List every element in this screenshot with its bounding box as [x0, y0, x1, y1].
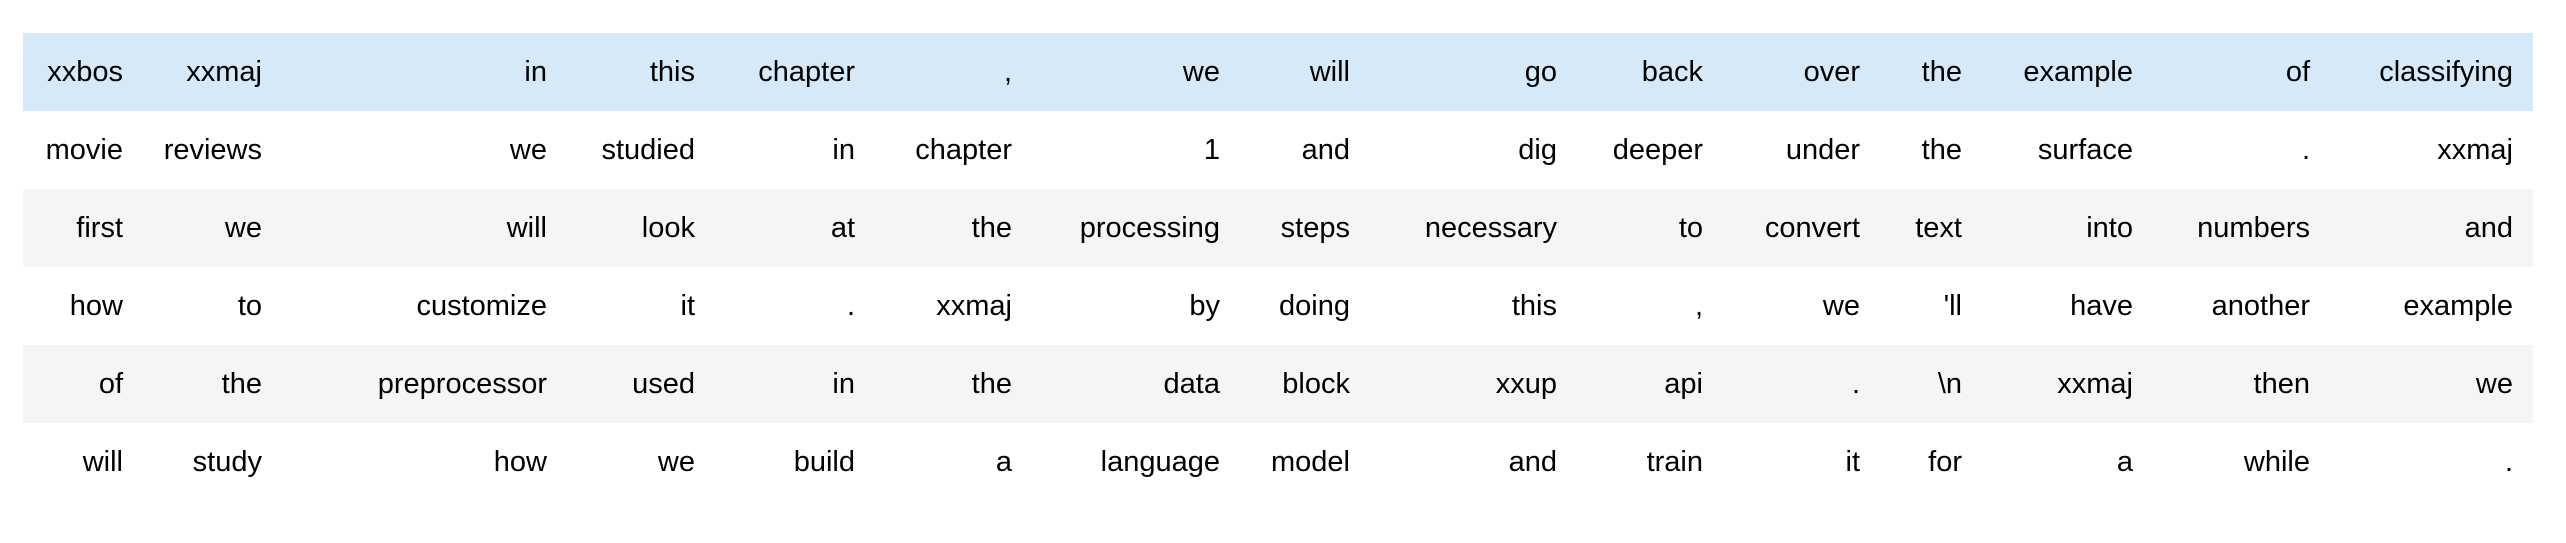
- token-cell: language: [1100, 446, 1220, 478]
- token-cell: the: [221, 368, 262, 400]
- token-cell: doing: [1279, 290, 1350, 322]
- token-cell: chapter: [915, 134, 1012, 166]
- token-cell: surface: [2037, 134, 2133, 166]
- token-cell: into: [2086, 212, 2133, 244]
- token-cell: xxmaj: [186, 56, 262, 88]
- token-cell: the: [971, 212, 1012, 244]
- token-cell: movie: [45, 134, 123, 166]
- token-cell: we: [657, 446, 695, 478]
- token-cell: \n: [1937, 368, 1962, 400]
- token-cell: first: [76, 212, 123, 244]
- token-cell: model: [1271, 446, 1350, 478]
- token-cell: build: [793, 446, 855, 478]
- token-cell: xxmaj: [2057, 368, 2133, 400]
- token-cell: convert: [1764, 212, 1860, 244]
- token-cell: have: [2070, 290, 2133, 322]
- token-cell: it: [680, 290, 696, 322]
- token-cell: for: [1928, 446, 1962, 478]
- token-cell: xxup: [1495, 368, 1557, 400]
- token-cell: example: [2023, 56, 2133, 88]
- tokens-table-body: xxbos xxmaj in this chapter, we will go back over…: [23, 33, 2533, 501]
- token-cell: how: [493, 446, 547, 478]
- token-cell: used: [632, 368, 695, 400]
- token-cell: will: [82, 446, 123, 478]
- token-cell: will: [1309, 56, 1350, 88]
- token-cell: this: [649, 56, 695, 88]
- token-cell: will: [506, 212, 547, 244]
- token-cell: 1: [1203, 134, 1220, 166]
- token-cell: to: [1678, 212, 1703, 244]
- token-cell: reviews: [163, 134, 262, 166]
- token-cell: to: [237, 290, 262, 322]
- token-cell: we: [2475, 368, 2513, 400]
- token-cell: classifying: [2379, 56, 2513, 88]
- token-cell: api: [1664, 368, 1703, 400]
- token-cell: a: [2116, 446, 2133, 478]
- token-cell: steps: [1280, 212, 1350, 244]
- token-cell: .: [2504, 446, 2513, 478]
- token-cell: we: [509, 134, 547, 166]
- token-cell: we: [224, 212, 262, 244]
- token-cell: necessary: [1424, 212, 1557, 244]
- token-cell: dig: [1518, 134, 1557, 166]
- token-cell: ,: [1694, 290, 1703, 322]
- token-row[interactable]: first we will look at the processing steps neces…: [23, 189, 2533, 267]
- token-cell: we: [1182, 56, 1220, 88]
- token-cell: go: [1524, 56, 1557, 88]
- token-cell: 'll: [1943, 290, 1962, 322]
- token-cell: ,: [1003, 56, 1012, 88]
- token-cell: in: [832, 134, 855, 166]
- token-cell: in: [832, 368, 855, 400]
- token-cell: chapter: [758, 56, 855, 88]
- token-cell: processing: [1079, 212, 1220, 244]
- token-cell: look: [641, 212, 695, 244]
- token-row[interactable]: will study how we build a language model and trai…: [23, 423, 2533, 501]
- token-cell: the: [1921, 134, 1962, 166]
- token-cell: under: [1785, 134, 1860, 166]
- token-cell: of: [98, 368, 123, 400]
- token-cell: xxmaj: [936, 290, 1012, 322]
- token-cell: .: [2301, 134, 2310, 166]
- token-cell: xxmaj: [2437, 134, 2513, 166]
- token-cell: train: [1646, 446, 1703, 478]
- token-cell: over: [1803, 56, 1860, 88]
- token-cell: block: [1282, 368, 1350, 400]
- dataframe-container: xxbos xxmaj in this chapter, we will go back over…: [23, 33, 2533, 501]
- token-cell: by: [1189, 290, 1220, 322]
- token-cell: in: [524, 56, 547, 88]
- token-cell: xxbos: [47, 56, 123, 88]
- token-cell: deeper: [1612, 134, 1703, 166]
- token-cell: a: [995, 446, 1012, 478]
- token-cell: how: [69, 290, 123, 322]
- token-cell: studied: [601, 134, 695, 166]
- token-cell: then: [2253, 368, 2310, 400]
- token-cell: data: [1163, 368, 1220, 400]
- token-cell: another: [2211, 290, 2310, 322]
- token-cell: customize: [416, 290, 547, 322]
- token-cell: study: [192, 446, 262, 478]
- token-cell: preprocessor: [377, 368, 547, 400]
- token-cell: example: [2403, 290, 2513, 322]
- token-row[interactable]: movie reviews we studied in chapter 1 and dig dee…: [23, 111, 2533, 189]
- token-cell: .: [846, 290, 855, 322]
- token-row[interactable]: of the preprocessor used in the data block xxup a…: [23, 345, 2533, 423]
- token-cell: we: [1822, 290, 1860, 322]
- token-cell: the: [1921, 56, 1962, 88]
- tokens-table: xxbos xxmaj in this chapter, we will go back over…: [23, 33, 2533, 501]
- token-cell: and: [1508, 446, 1557, 478]
- token-cell: back: [1641, 56, 1703, 88]
- token-cell: at: [830, 212, 855, 244]
- token-cell: text: [1915, 212, 1962, 244]
- token-cell: of: [2285, 56, 2310, 88]
- token-cell: and: [2464, 212, 2513, 244]
- token-cell: .: [1851, 368, 1860, 400]
- token-cell: this: [1511, 290, 1557, 322]
- token-row[interactable]: how to customize it. xxmaj by doing this, we 'll h…: [23, 267, 2533, 345]
- token-cell: numbers: [2197, 212, 2310, 244]
- token-row[interactable]: xxbos xxmaj in this chapter, we will go back over…: [23, 33, 2533, 111]
- token-cell: it: [1845, 446, 1861, 478]
- token-cell: the: [971, 368, 1012, 400]
- token-cell: and: [1301, 134, 1350, 166]
- token-cell: while: [2243, 446, 2310, 478]
